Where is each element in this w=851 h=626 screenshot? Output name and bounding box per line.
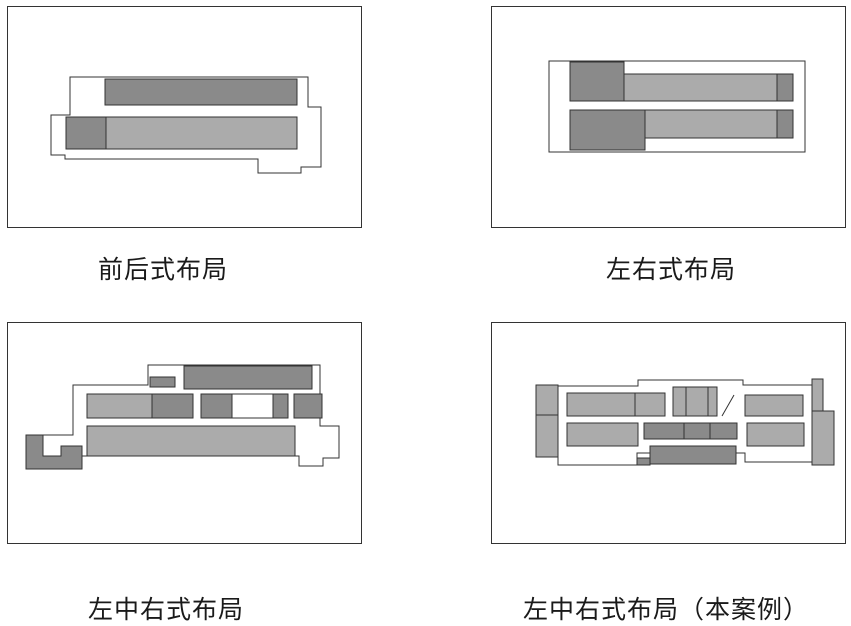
left-right-plan	[548, 60, 806, 153]
front-entrance-block	[65, 116, 107, 150]
right-wing-lower	[811, 410, 835, 466]
middle-block-1	[151, 393, 194, 419]
lower-right-hall	[746, 422, 805, 447]
front-hall-block	[105, 116, 298, 150]
left-wing-block	[25, 434, 83, 470]
left-wing-upper	[535, 384, 559, 416]
middle-block-2	[200, 393, 233, 419]
caption-front-back: 前后式布局	[98, 255, 229, 284]
stair-line	[721, 394, 735, 417]
middle-open-space	[231, 393, 274, 419]
upper-right-hall	[744, 394, 804, 417]
lower-center-1	[643, 422, 685, 440]
left-wing-lower	[535, 414, 559, 458]
upper-left-block	[569, 61, 625, 102]
upper-left-annex	[634, 392, 666, 417]
upper-middle-block	[623, 73, 778, 102]
layout-diagram-left-right	[491, 6, 846, 228]
left-center-right-plan	[25, 364, 340, 470]
entrance-step	[636, 457, 651, 466]
lower-left-block	[569, 109, 646, 151]
middle-left-block	[86, 393, 153, 419]
this-case-plan	[535, 378, 835, 466]
top-small-block	[149, 376, 176, 388]
entrance-block	[649, 445, 737, 465]
lower-right-block	[776, 109, 794, 139]
upper-core-3	[707, 386, 718, 417]
middle-block-3	[272, 393, 289, 419]
layout-diagram-this-case	[491, 322, 846, 544]
upper-right-block	[776, 73, 794, 102]
caption-this-case: 左中右式布局（本案例）	[523, 595, 810, 624]
lower-middle-block	[644, 109, 778, 139]
upper-core-1	[672, 386, 687, 417]
lower-center-2	[683, 422, 711, 440]
upper-left-hall	[566, 392, 636, 417]
rear-hall-block	[104, 78, 298, 106]
lower-left-hall	[566, 422, 639, 447]
middle-right-block	[293, 393, 323, 419]
caption-left-center-right: 左中右式布局	[88, 595, 245, 624]
lower-center-3	[709, 422, 738, 440]
lower-hall-block	[86, 425, 296, 457]
front-back-plan	[50, 76, 322, 174]
caption-left-right: 左右式布局	[606, 255, 737, 284]
upper-core-2	[685, 386, 709, 417]
layout-diagram-front-back	[7, 6, 362, 228]
right-wing-upper	[811, 378, 824, 412]
top-hall-block	[183, 365, 313, 390]
layout-diagram-left-center-right	[7, 322, 362, 544]
